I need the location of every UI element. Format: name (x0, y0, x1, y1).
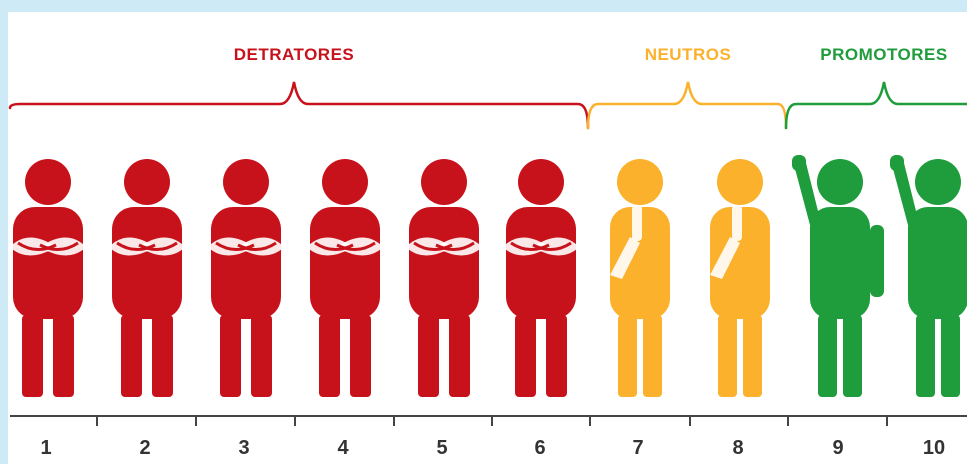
promoter-figure-9-icon (792, 155, 884, 397)
nps-graphic: DETRATORES NEUTROS PROMOTORES (8, 45, 967, 459)
scale-number-4: 4 (337, 437, 349, 459)
detractor-figure-6-icon (503, 157, 579, 399)
scale-number-6: 6 (534, 437, 545, 459)
brace-detratores (8, 81, 590, 130)
detractor-figure-1-icon (10, 157, 86, 399)
detractor-figure-5-icon (406, 157, 482, 399)
scale-number-10: 10 (923, 437, 945, 459)
scale-number-3: 3 (238, 437, 249, 459)
brace-neutros (586, 81, 788, 130)
detractor-figure-2-icon (109, 157, 185, 399)
neutral-figure-7-icon (610, 159, 670, 397)
scale-number-5: 5 (436, 437, 447, 459)
neutral-figure-8-icon (710, 159, 770, 397)
scale-number-2: 2 (139, 437, 150, 459)
nps-diagram: DETRATORES NEUTROS PROMOTORES (8, 12, 967, 464)
scale-number-9: 9 (832, 437, 843, 459)
label-promotores: PROMOTORES (820, 45, 947, 64)
scale-number-1: 1 (40, 437, 51, 459)
brace-promotores (784, 81, 967, 130)
scale-number-7: 7 (632, 437, 643, 459)
label-neutros: NEUTROS (645, 45, 732, 64)
detractor-figure-3-icon (208, 157, 284, 399)
detractor-figure-4-icon (307, 157, 383, 399)
label-detratores: DETRATORES (234, 45, 355, 64)
scale-number-8: 8 (732, 437, 743, 459)
promoter-figure-10-icon (890, 155, 967, 397)
